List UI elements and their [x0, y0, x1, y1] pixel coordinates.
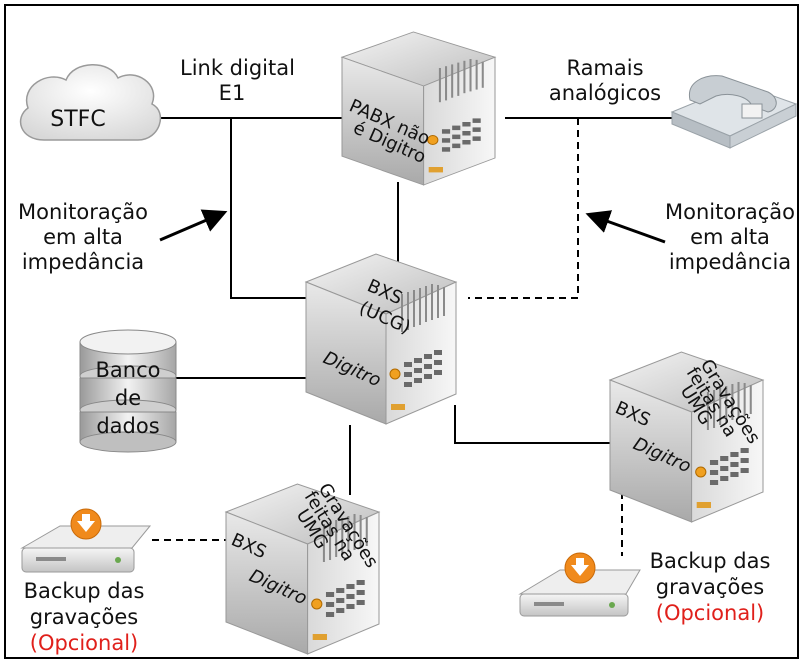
monitor-right-line2: em alta	[690, 225, 770, 249]
download-arrow-icon	[70, 508, 102, 540]
link-e1-tap-to-bxs	[230, 118, 320, 299]
database-line3: dados	[96, 414, 160, 438]
monitor-right-line3: impedância	[668, 250, 792, 274]
stfc-label: STFC	[50, 107, 105, 132]
backup-right-label: Backup das gravações (Opcional)	[640, 548, 780, 626]
backup-left-label: Backup das gravações (Opcional)	[14, 578, 154, 656]
monitor-left-label: Monitoração em alta impedância	[10, 200, 156, 275]
solid-links	[158, 117, 672, 495]
monitor-left-line2: em alta	[43, 225, 123, 249]
monitor-arrow-right	[585, 210, 666, 244]
telephone-icon	[670, 75, 798, 149]
ramais-label: Ramais analógicos	[530, 56, 680, 106]
backup-left-optional: (Opcional)	[29, 631, 139, 655]
link-digital-label: Link digital E1	[180, 56, 295, 106]
ramais-line2: analógicos	[548, 81, 662, 105]
link-digital-line2: E1	[218, 81, 246, 105]
ramais-line1: Ramais	[566, 56, 644, 80]
database-line1: Banco	[95, 358, 161, 382]
cloud-icon: STFC	[19, 64, 162, 141]
monitor-arrow-left	[159, 209, 228, 242]
link-analog-tap-dashed	[468, 118, 579, 299]
backup-left-line1: Backup das	[23, 579, 145, 603]
backup-right-line2: gravações	[655, 575, 765, 599]
database-label: Banco de dados	[82, 356, 174, 440]
link-bxs-umg-right	[454, 405, 616, 444]
database-line2: de	[114, 386, 142, 410]
backup-left-line2: gravações	[29, 605, 139, 629]
backup-right-optional: (Opcional)	[655, 601, 765, 625]
monitor-right-label: Monitoração em alta impedância	[658, 200, 802, 275]
link-digital-line1: Link digital	[180, 56, 295, 80]
monitor-right-line1: Monitoração	[665, 200, 795, 224]
database-icon	[79, 329, 177, 453]
diagram-border	[4, 4, 799, 659]
download-arrow-icon	[564, 552, 596, 584]
monitor-left-line3: impedância	[21, 250, 145, 274]
monitor-left-line1: Monitoração	[18, 200, 148, 224]
backup-right-line1: Backup das	[649, 549, 771, 573]
